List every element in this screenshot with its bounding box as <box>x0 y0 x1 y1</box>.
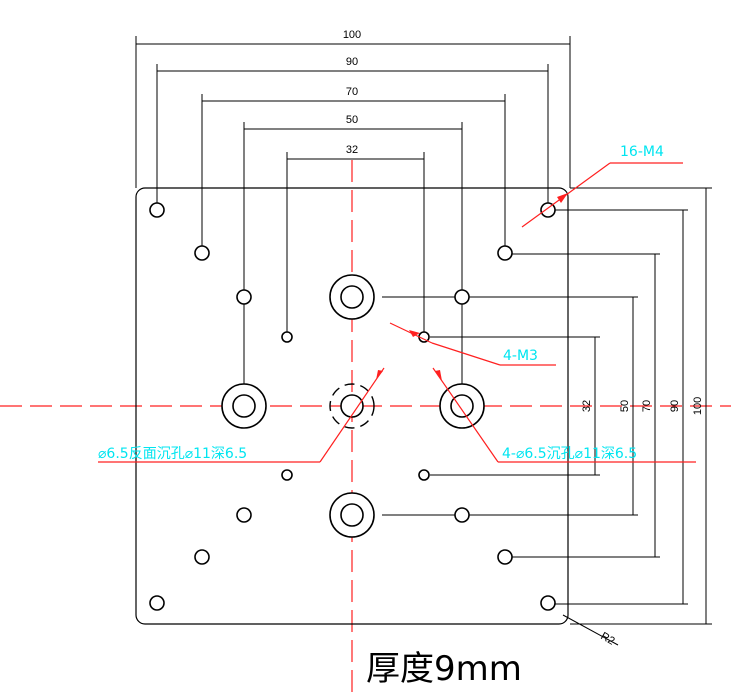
annotation-leaders <box>98 162 696 646</box>
dim-top-70: 70 <box>346 86 358 98</box>
dim-top-32: 32 <box>346 144 358 156</box>
note-four-counterbore: 4-⌀6.5沉孔⌀11深6.5 <box>502 446 637 462</box>
note-center-counterbore: ⌀6.5反面沉孔⌀11深6.5 <box>98 446 247 462</box>
note-4-m3: 4-M3 <box>503 348 538 364</box>
top-dimension-lines <box>135 36 571 405</box>
dim-right-32: 32 <box>581 400 593 412</box>
dim-right-90: 90 <box>669 400 681 412</box>
dim-right-50: 50 <box>619 400 631 412</box>
corner-radius-label: R2 <box>599 630 617 647</box>
dim-right-100: 100 <box>692 397 704 415</box>
dim-top-100: 100 <box>343 29 361 41</box>
thickness-label: 厚度9mm <box>366 649 522 689</box>
dim-top-90: 90 <box>346 56 358 68</box>
m3-holes <box>281 331 430 481</box>
counterbore-holes <box>221 274 485 538</box>
m4-holes <box>149 202 556 611</box>
dim-right-70: 70 <box>641 400 653 412</box>
plate-outline <box>135 187 569 625</box>
dim-top-50: 50 <box>346 114 358 126</box>
right-dimension-lines <box>382 187 712 625</box>
note-16-m4: 16-M4 <box>620 144 664 160</box>
